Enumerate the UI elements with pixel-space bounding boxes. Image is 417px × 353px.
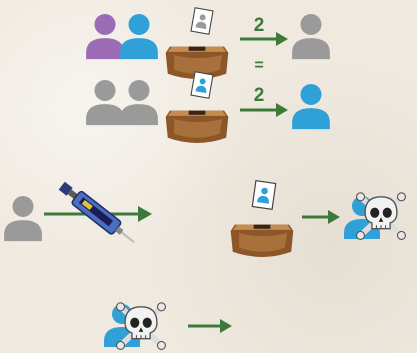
equals-label: = [254,57,264,74]
vote-count-label: 2 [253,15,265,36]
ballot-box-icon [165,7,229,79]
person-icon-grey [120,79,158,126]
arrow-icon [302,210,340,224]
ballot-box-icon [230,180,294,257]
ballot-card-icon [251,180,277,210]
person-icon-grey [86,79,124,126]
person-icon-grey [292,13,330,60]
skull-crossbones-icon [117,303,166,350]
person-icon-blue [120,13,158,60]
vote-count-label: 2 [253,85,265,106]
ballot-card-icon [190,7,214,35]
syringe-icon [58,181,135,244]
ballot-card-icon [190,71,214,99]
ballot-box-icon [165,71,229,143]
person-icon-blue [292,83,330,130]
arrow-icon [240,103,288,117]
arrow-icon [240,32,288,46]
person-icon-purple [86,13,124,60]
arrow-icon [188,319,232,333]
skull-crossbones-icon [357,193,406,240]
person-icon-grey [4,195,42,242]
